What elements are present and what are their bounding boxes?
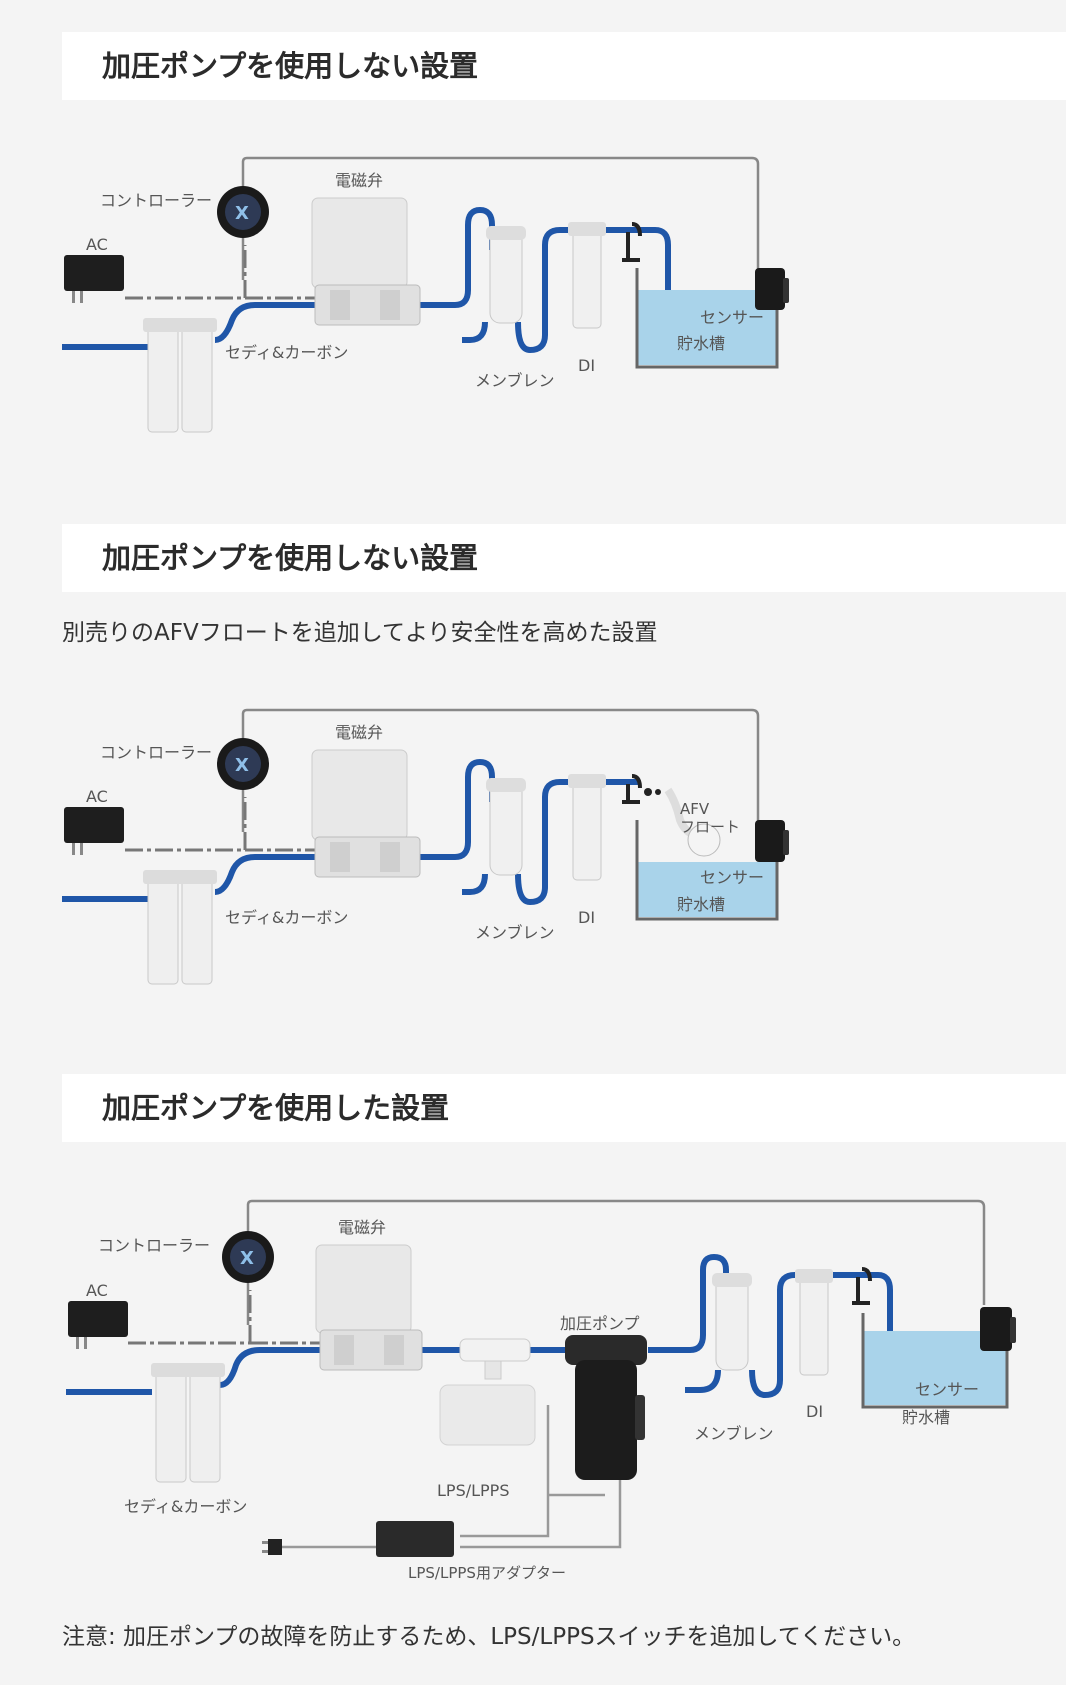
installation-diagram-no-pump: AC X コントローラー 電磁弁 セディ&カーボン メンブレン DI センサー … bbox=[0, 150, 1066, 460]
label-controller: コントローラー bbox=[100, 743, 212, 762]
membrane-filter-icon bbox=[712, 1273, 752, 1371]
label-sensor: センサー bbox=[915, 1380, 979, 1399]
controller-icon: X bbox=[222, 1231, 274, 1283]
label-di: DI bbox=[806, 1402, 823, 1421]
section-heading-1: 加圧ポンプを使用しない設置 bbox=[62, 32, 1066, 100]
label-solenoid: 電磁弁 bbox=[335, 723, 383, 742]
faucet-icon bbox=[852, 1267, 872, 1305]
di-filter-icon bbox=[795, 1269, 833, 1376]
label-membrane: メンブレン bbox=[475, 371, 555, 390]
sediment-carbon-filter-icon bbox=[143, 318, 217, 433]
label-di: DI bbox=[578, 908, 595, 927]
sediment-carbon-filter-icon bbox=[143, 870, 217, 985]
label-di: DI bbox=[578, 356, 595, 375]
installation-diagram-with-pump: AC X コントローラー 電磁弁 セディ&カーボン LPS/LPPS 加圧ポンプ bbox=[0, 1195, 1066, 1590]
label-adapter: LPS/LPPS用アダプター bbox=[408, 1564, 566, 1582]
solenoid-valve-icon bbox=[315, 1244, 423, 1371]
sensor-icon bbox=[755, 268, 789, 310]
ac-adapter-icon bbox=[64, 255, 124, 303]
label-sediment-carbon: セディ&カーボン bbox=[225, 908, 348, 927]
solenoid-valve-icon bbox=[311, 197, 421, 326]
label-controller: コントローラー bbox=[98, 1236, 210, 1255]
water-tank-icon bbox=[635, 820, 779, 921]
label-tank: 貯水槽 bbox=[677, 334, 725, 353]
warning-note: 注意: 加圧ポンプの故障を防止するため、LPS/LPPSスイッチを追加してくださ… bbox=[62, 1624, 916, 1650]
membrane-filter-icon bbox=[486, 226, 526, 324]
sensor-icon bbox=[755, 820, 789, 862]
label-sediment-carbon: セディ&カーボン bbox=[225, 343, 348, 362]
lps-adapter-icon bbox=[262, 1521, 454, 1557]
controller-icon: X bbox=[217, 186, 269, 238]
label-controller: コントローラー bbox=[100, 191, 212, 210]
booster-pump-icon bbox=[565, 1335, 647, 1480]
label-ac: AC bbox=[86, 235, 108, 254]
label-membrane: メンブレン bbox=[475, 923, 555, 942]
label-membrane: メンブレン bbox=[694, 1424, 774, 1443]
membrane-filter-icon bbox=[486, 778, 526, 876]
ac-adapter-icon bbox=[68, 1301, 128, 1349]
label-ac: AC bbox=[86, 1281, 108, 1300]
svg-text:X: X bbox=[235, 203, 249, 224]
di-filter-icon bbox=[568, 222, 606, 329]
label-sediment-carbon: セディ&カーボン bbox=[124, 1497, 247, 1516]
section-heading-2: 加圧ポンプを使用しない設置 bbox=[62, 524, 1066, 592]
solenoid-valve-icon bbox=[311, 749, 421, 878]
label-sensor: センサー bbox=[700, 868, 764, 887]
label-ac: AC bbox=[86, 787, 108, 806]
faucet-icon bbox=[622, 222, 642, 262]
label-sensor: センサー bbox=[700, 308, 764, 327]
ac-adapter-icon bbox=[64, 807, 124, 855]
svg-text:X: X bbox=[235, 755, 249, 776]
label-tank: 貯水槽 bbox=[902, 1408, 950, 1427]
label-lps: LPS/LPPS bbox=[437, 1481, 509, 1500]
label-solenoid: 電磁弁 bbox=[335, 171, 383, 190]
sediment-carbon-filter-icon bbox=[151, 1363, 225, 1483]
label-tank: 貯水槽 bbox=[677, 895, 725, 914]
section-description: 別売りのAFVフロートを追加してより安全性を高めた設置 bbox=[62, 620, 658, 646]
water-tank-icon bbox=[635, 268, 779, 369]
di-filter-icon bbox=[568, 774, 606, 881]
label-booster-pump: 加圧ポンプ bbox=[560, 1314, 640, 1333]
installation-diagram-afv-float: AC X コントローラー 電磁弁 セディ&カーボン メンブレン DI AFV フ… bbox=[0, 702, 1066, 1012]
label-float: フロート bbox=[680, 818, 740, 836]
controller-icon: X bbox=[217, 738, 269, 790]
sensor-icon bbox=[980, 1307, 1016, 1351]
section-heading-3: 加圧ポンプを使用した設置 bbox=[62, 1074, 1066, 1142]
label-solenoid: 電磁弁 bbox=[338, 1218, 386, 1237]
afv-float-icon bbox=[644, 787, 721, 857]
svg-text:X: X bbox=[240, 1248, 254, 1269]
faucet-icon bbox=[622, 774, 642, 804]
label-afv: AFV bbox=[680, 800, 710, 818]
lps-lpps-switch-icon bbox=[439, 1338, 536, 1446]
